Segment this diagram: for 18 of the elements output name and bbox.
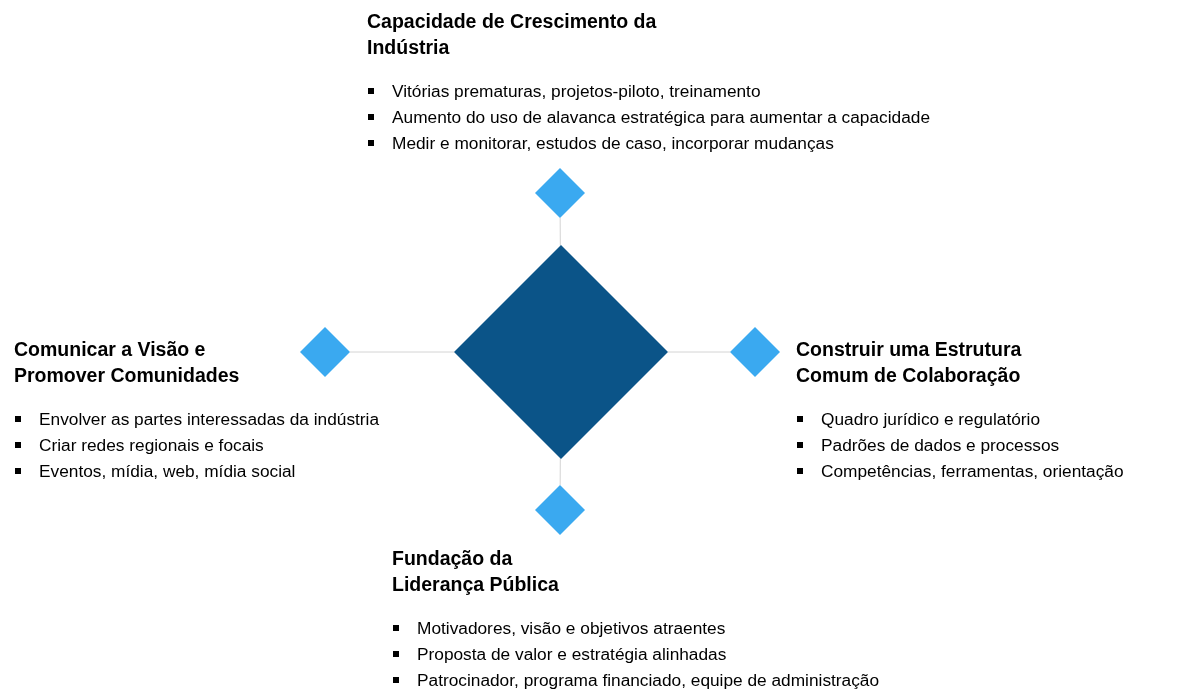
bullet-item: Patrocinador, programa financiado, equipe de administração [392, 667, 880, 689]
bullet-item: Eventos, mídia, web, mídia social [14, 458, 380, 484]
bullet-item: Criar redes regionais e focais [14, 432, 380, 458]
section-heading: Capacidade de Crescimento da Indústria [367, 9, 658, 60]
bullet-item: Aumento do uso de alavanca estratégica para aumentar a capacidade [367, 104, 930, 130]
bullet-item: Medir e monitorar, estudos de caso, incorporar mudanças [367, 130, 930, 156]
bullet-item: Envolver as partes interessadas da indústria [14, 406, 380, 432]
connector-line [559, 457, 561, 486]
connector-line [559, 217, 561, 247]
bullet-item: Motivadores, visão e objetivos atraentes [392, 615, 880, 641]
bullet-item: Competências, ferramentas, orientação [796, 458, 1124, 484]
section-heading: Fundação da Liderança Pública [392, 546, 560, 597]
bullet-item: Padrões de dados e processos [796, 432, 1124, 458]
bullet-item: Quadro jurídico e regulatório [796, 406, 1124, 432]
section-heading: Comunicar a Visão e Promover Comunidades [14, 337, 241, 388]
bullet-item: Proposta de valor e estratégia alinhadas [392, 641, 880, 667]
bullet-item: Vitórias prematuras, projetos-piloto, treinamento [367, 78, 930, 104]
section-heading: Construir uma Estrutura Comum de Colaboração [796, 337, 1023, 388]
